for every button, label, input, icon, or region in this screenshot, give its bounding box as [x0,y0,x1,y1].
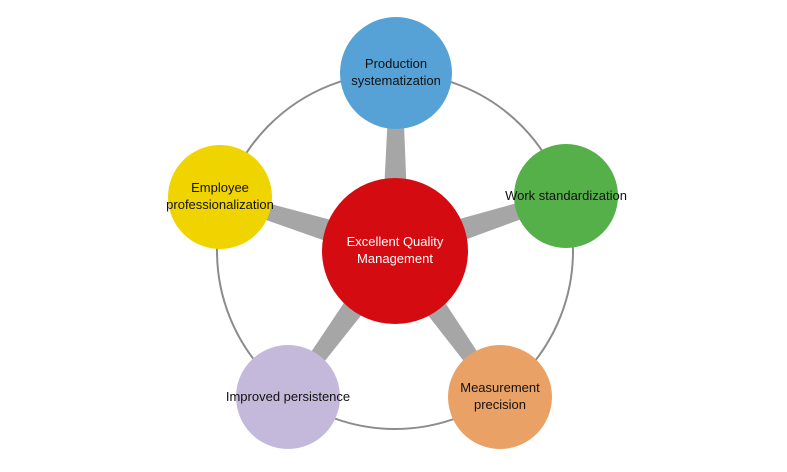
node-circle-production-systematization [340,17,452,129]
node-circle-measurement-precision [448,345,552,449]
center-node-circle [322,178,468,324]
node-circle-work-standardization [514,144,618,248]
node-circle-employee-professionalization [168,145,272,249]
node-circle-improved-persistence [236,345,340,449]
